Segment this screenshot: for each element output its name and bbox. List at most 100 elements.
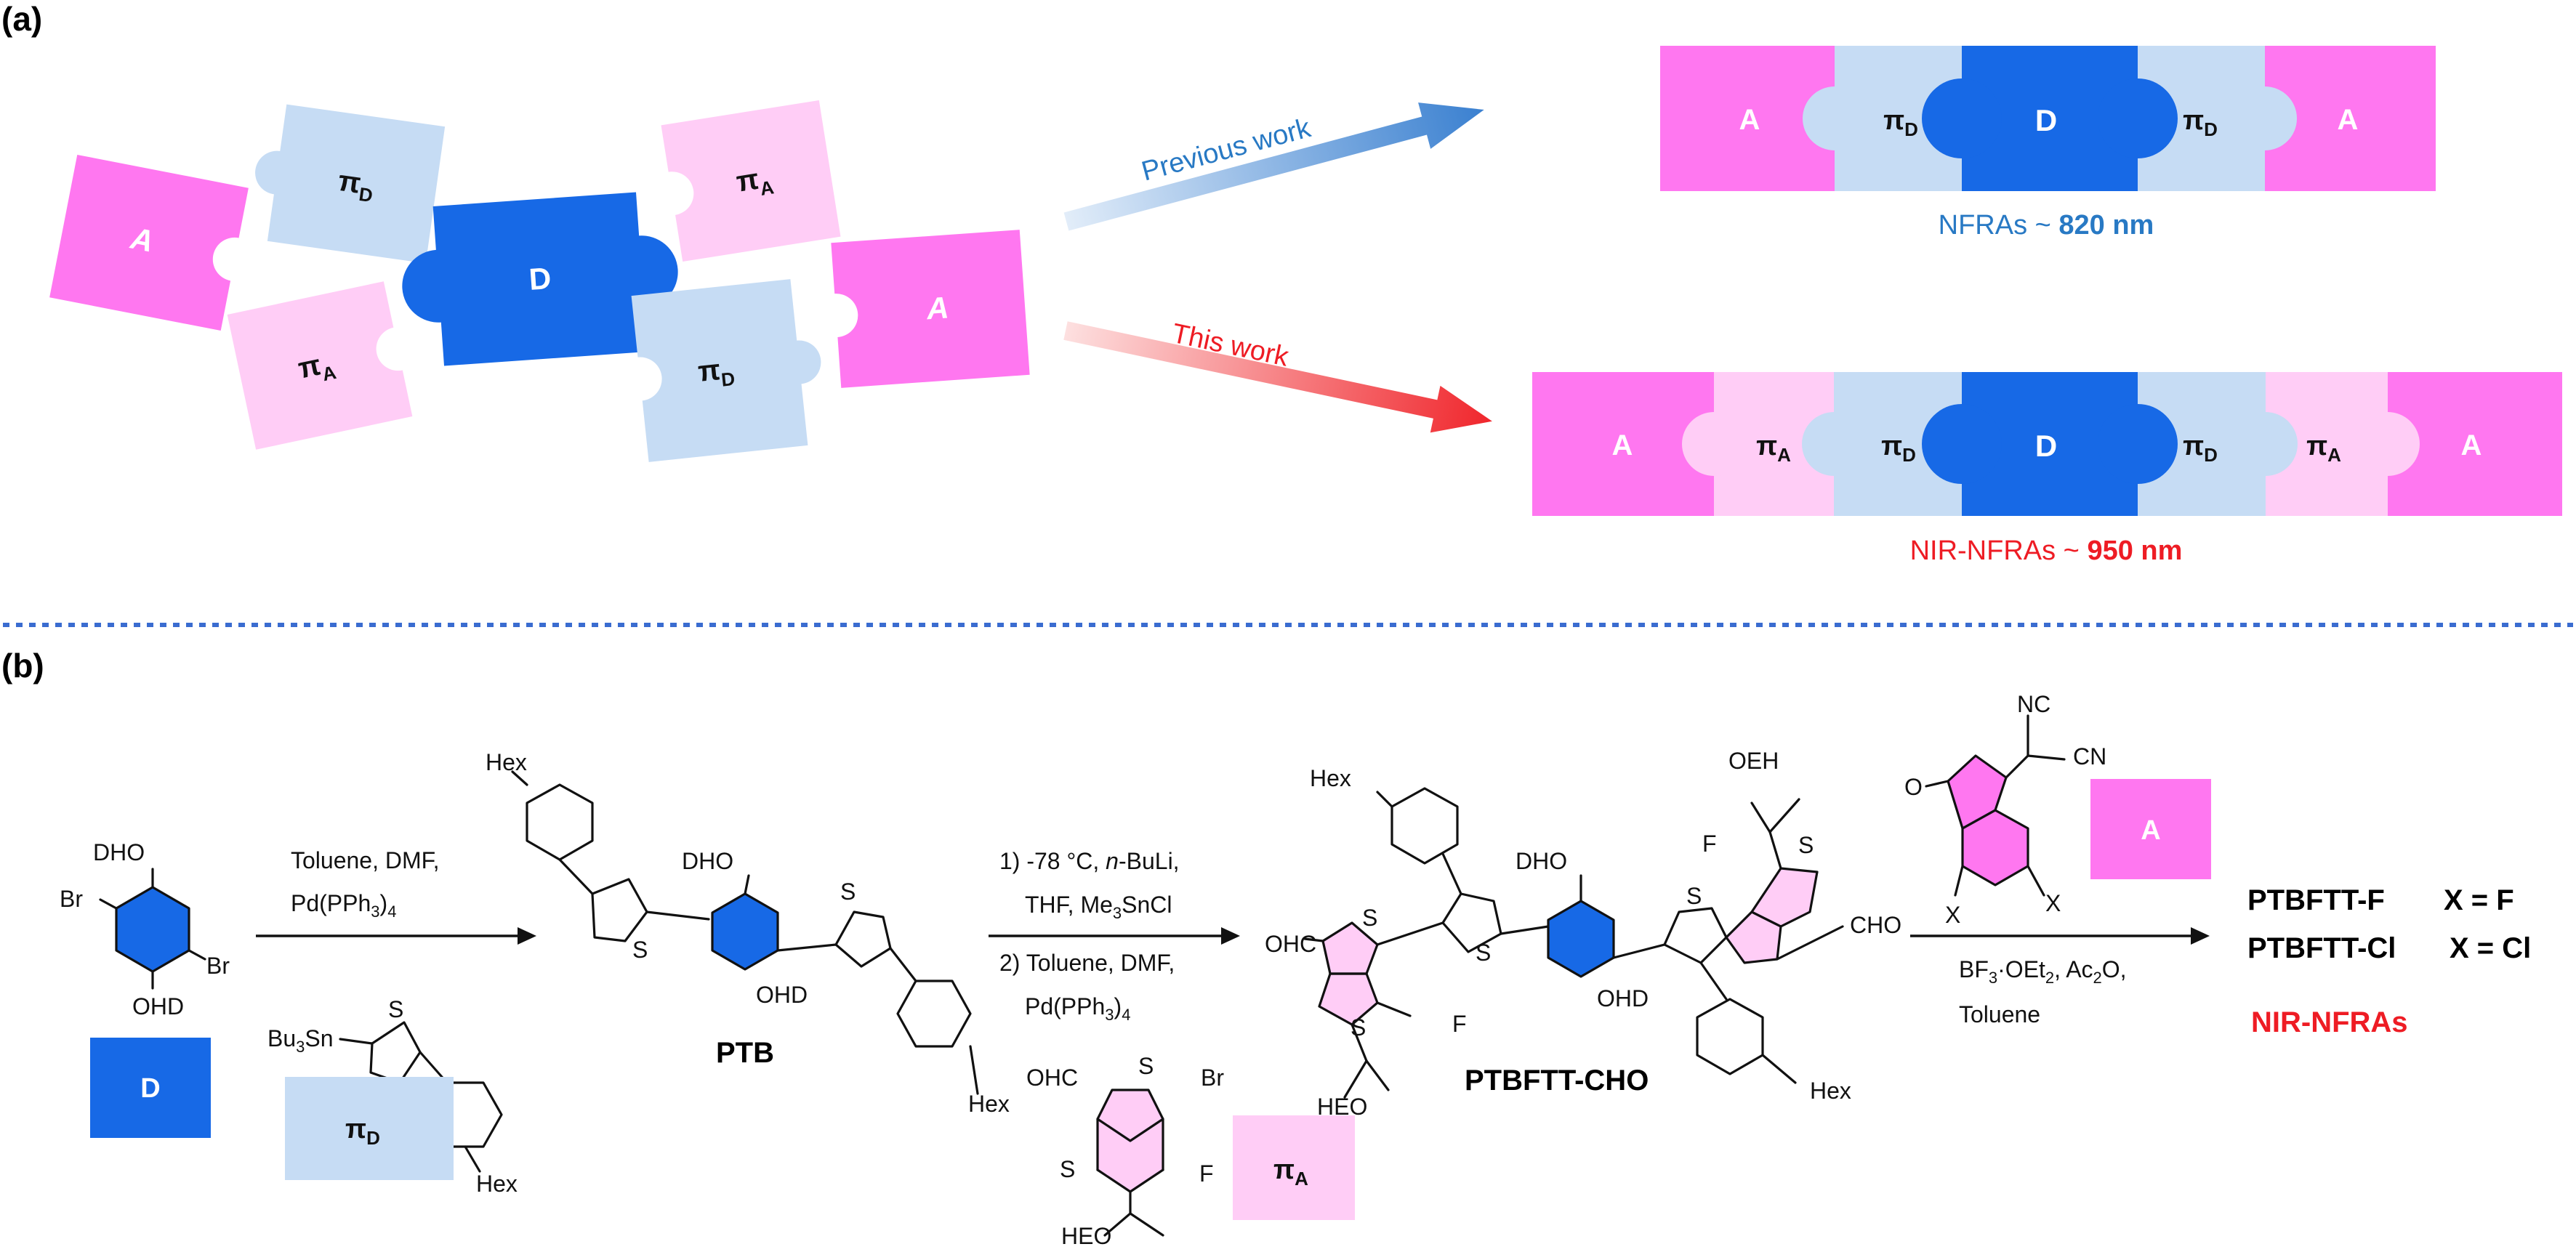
molecule-dibromobenzene: DHO Br Br OHD [60,839,230,1019]
nir-nfras-label: NIR-NFRAs [2251,1006,2408,1038]
atom-heo-tt: HEO [1061,1223,1111,1249]
step2-line2: THF, Me3SnCl [1025,892,1172,922]
atom-x-1: X [1945,902,1960,928]
chain2-pi-donor-left-label: πD [1881,431,1916,466]
molecule-thienothiophene: OHC S Br S F HEO [1026,1053,1224,1249]
step1-line2: Pd(PPh3)4 [291,890,396,921]
tag-donor-label: D [140,1073,160,1104]
atom-ohc-cho: OHC [1265,931,1316,957]
atom-s-cho-1: S [1362,905,1377,931]
product-2-x: X = Cl [2450,932,2531,964]
puzzle-acceptor-left: A [49,154,249,331]
nir-caption: NIR-NFRAs ~ 950 nm [1910,536,2183,566]
atom-nc: NC [2017,691,2050,717]
molecule-ptbftt-cho: OHC S S F HEO Hex S DHO OHD S Hex F S OE… [1265,748,1901,1120]
atom-cho-cho: CHO [1850,912,1901,938]
atom-ohd-cho: OHD [1597,985,1649,1011]
chain2-pi-donor-right-label: πD [2183,431,2218,466]
panel-b-label: (b) [1,647,44,684]
tag-acceptor [2090,779,2211,879]
chain1-acceptor-left-label: A [1739,104,1760,136]
tag-pi-donor [285,1077,454,1180]
atom-br-2: Br [206,953,230,979]
nfra-caption: NFRAs ~ 820 nm [1939,210,2154,241]
scattered-puzzle-pieces: A πD πA D πA πD A [49,100,1030,462]
this-work-arrow [1063,321,1492,433]
puzzle-acceptor-right-label: A [925,290,950,326]
chain2-donor-label: D [2035,429,2057,463]
step2-line1: 1) -78 °C, n-BuLi, [999,848,1180,874]
atom-ohc-tt: OHC [1026,1065,1078,1091]
step3-line1: BF3·OEt2, Ac2O, [1959,956,2127,987]
puzzle-pi-donor-bottom: πD [631,279,821,462]
atom-oeh-cho: OEH [1728,748,1779,774]
puzzle-donor-center: D [402,192,678,366]
atom-s-tt-2: S [1060,1156,1075,1182]
chain2-acceptor-right-label: A [2461,429,2482,461]
puzzle-pi-donor-top-label: πD [336,165,377,206]
chain1-donor-label: D [2035,103,2057,137]
atom-f-tt: F [1199,1160,1214,1187]
tag-pi-donor-label: πD [345,1114,380,1149]
panel-a-label: (a) [1,0,42,38]
atom-ohd-ptb: OHD [756,982,808,1008]
atom-s-tt-1: S [1138,1053,1154,1079]
atom-s-cho-3: S [1476,940,1491,966]
atom-f-cho-1: F [1452,1011,1467,1037]
tag-pi-acceptor [1233,1115,1355,1220]
puzzle-pi-donor-top: πD [255,104,446,264]
tag-pi-acceptor-label: πA [1273,1155,1308,1190]
atom-dho-1: DHO [93,839,145,865]
product-1-x: X = F [2444,884,2514,916]
chain2-acceptor-left-label: A [1612,429,1633,461]
atom-x-2: X [2045,890,2061,916]
this-chain: A πA πD D πD πA A [1532,372,2562,516]
atom-hex-cho-1: Hex [1310,765,1351,791]
chain1-pi-donor-right-label: πD [2183,105,2218,140]
atom-ohd-1: OHD [132,993,184,1019]
molecule-indanone: NC CN O X X [1904,691,2106,928]
previous-work-arrow [1063,102,1484,231]
compound-ptb-label: PTB [716,1037,774,1069]
atom-s-cho-4: S [1686,883,1702,909]
atom-f-cho-2: F [1702,831,1717,857]
atom-hex-stannyl: Hex [476,1171,518,1197]
atom-hex-cho-2: Hex [1810,1078,1851,1104]
atom-hex-ptb-2: Hex [968,1091,1010,1117]
atom-o: O [1904,774,1923,800]
puzzle-pi-acceptor-right: πA [661,100,841,262]
atom-br-tt: Br [1201,1065,1224,1091]
puzzle-pi-acceptor-right-label: πA [734,161,776,203]
step2-line3: 2) Toluene, DMF, [999,950,1175,976]
chain2-pi-acceptor-right-label: πA [2306,431,2341,466]
atom-s-cho-5: S [1798,832,1814,858]
compound-cho-label: PTBFTT-CHO [1465,1065,1649,1096]
previous-chain: A πD D πD A [1660,46,2436,191]
atom-s-stannyl: S [388,996,403,1022]
atom-hex-ptb-1: Hex [486,749,527,775]
step1-line1: Toluene, DMF, [291,847,440,873]
chain1-acceptor-right-label: A [2338,104,2359,136]
chain1-pi-donor-left-label: πD [1883,105,1918,140]
puzzle-donor-center-label: D [528,261,552,296]
step3-line2: Toluene [1959,1001,2040,1027]
atom-heo-cho: HEO [1317,1094,1367,1120]
tag-acceptor-label: A [2141,815,2160,846]
puzzle-acceptor-right: A [831,230,1030,388]
atom-s-cho-2: S [1351,1014,1366,1041]
tag-donor [90,1038,211,1138]
step2-line4: Pd(PPh3)4 [1025,993,1130,1024]
molecule-ptb: Hex S DHO OHD S Hex [486,749,1010,1117]
atom-s-ptb-1: S [632,937,648,963]
atom-dho-ptb: DHO [682,848,733,874]
product-1-name: PTBFTT-F [2247,884,2385,916]
atom-br-1: Br [60,886,83,912]
puzzle-pi-donor-bottom-label: πD [696,352,736,393]
product-2-name: PTBFTT-Cl [2247,932,2396,964]
puzzle-pi-acceptor-left: πA [227,281,413,450]
chain2-pi-acceptor-left-label: πA [1756,431,1791,466]
atom-bu3sn: Bu3Sn [267,1025,334,1056]
atom-cn: CN [2073,743,2106,770]
atom-s-ptb-2: S [840,879,856,905]
